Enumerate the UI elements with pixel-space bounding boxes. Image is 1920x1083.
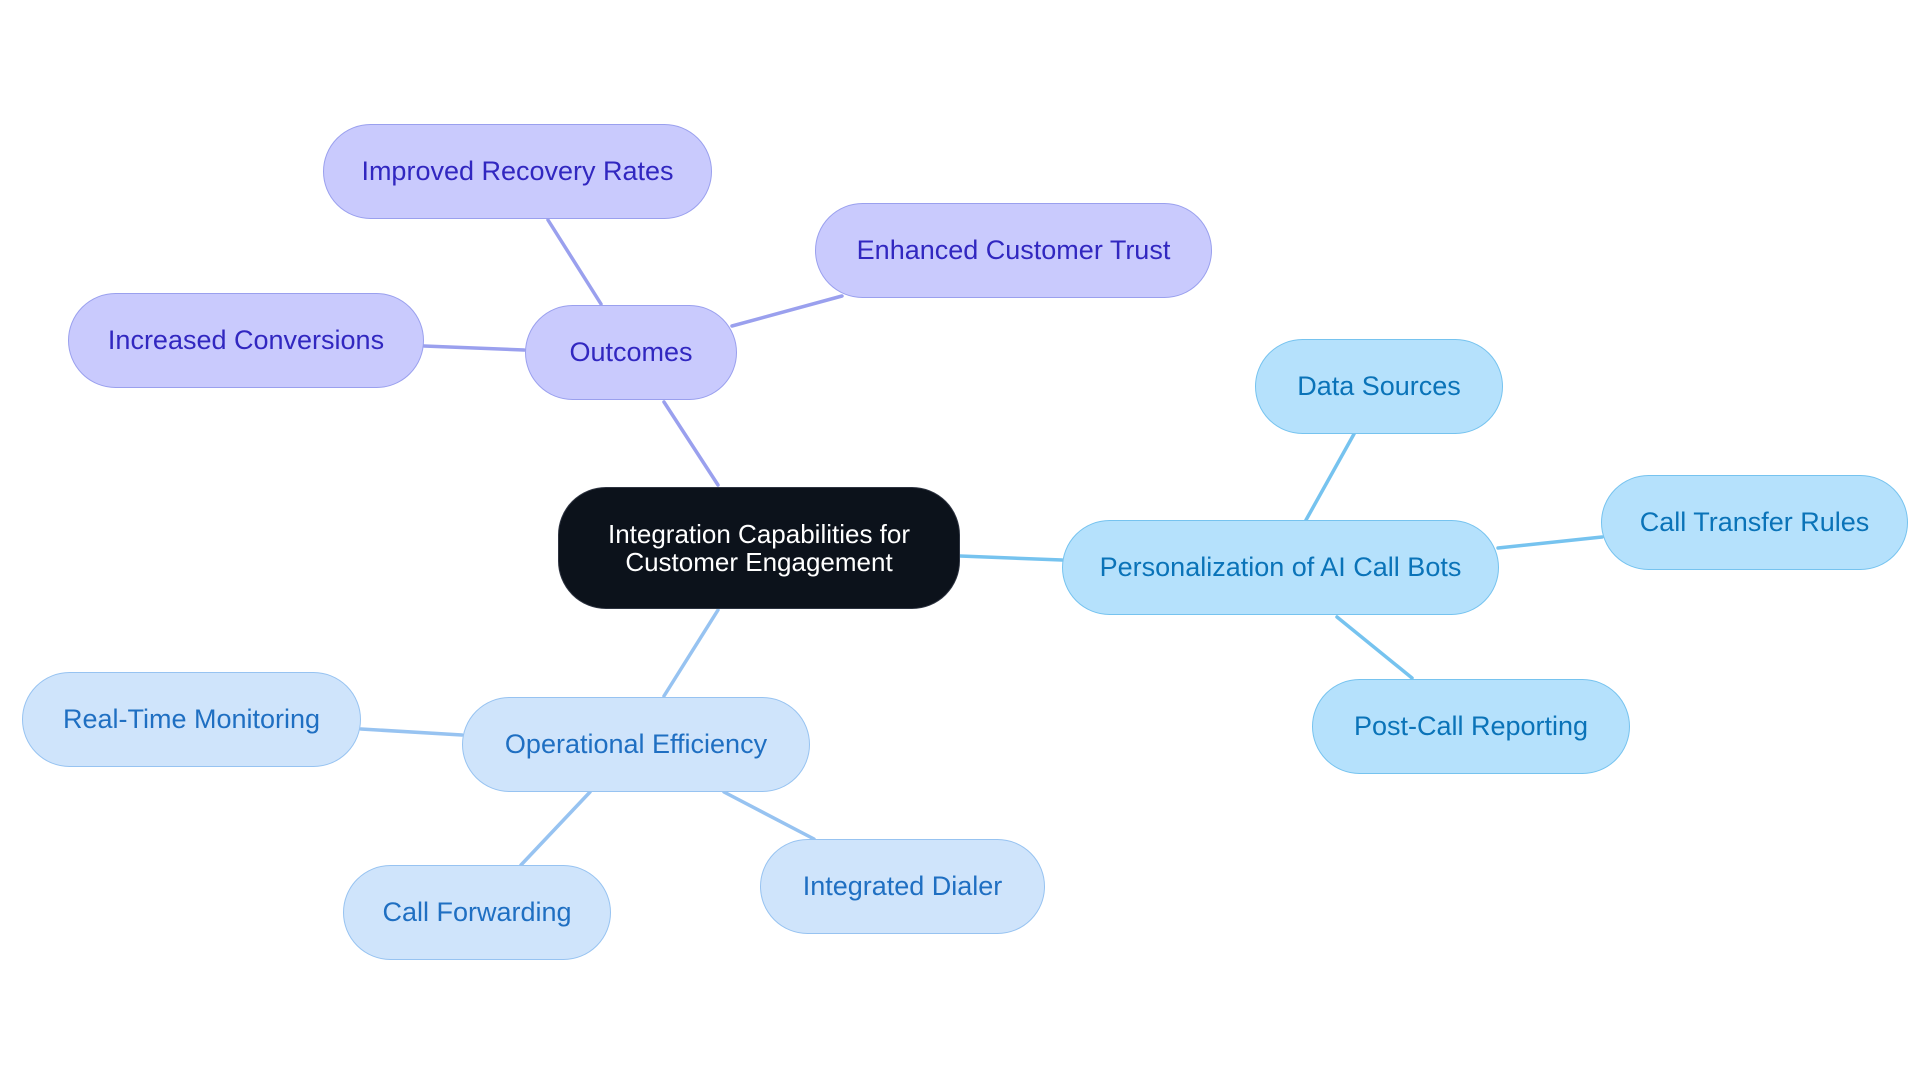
integrated-dialer-node: Integrated Dialer bbox=[760, 839, 1045, 934]
outcomes-node: Outcomes bbox=[525, 305, 737, 400]
link-root-outcomes bbox=[662, 400, 720, 487]
data-sources-label: Data Sources bbox=[1297, 370, 1461, 401]
link-outcomes-enhanced-trust bbox=[730, 294, 844, 328]
data-sources-node: Data Sources bbox=[1255, 339, 1503, 434]
link-operational-real-time bbox=[359, 727, 464, 737]
root-label-line2: Customer Engagement bbox=[625, 547, 893, 577]
personalization-label: Personalization of AI Call Bots bbox=[1099, 551, 1462, 582]
link-operational-integrated-dialer bbox=[722, 790, 816, 841]
root-label-line1: Integration Capabilities for bbox=[607, 518, 911, 549]
root-node: Integration Capabilities for Customer En… bbox=[558, 487, 960, 609]
link-outcomes-increased-conversions bbox=[422, 344, 526, 352]
post-call-label: Post-Call Reporting bbox=[1353, 710, 1589, 741]
link-operational-call-forwarding bbox=[519, 790, 592, 867]
call-transfer-node: Call Transfer Rules bbox=[1601, 475, 1908, 570]
link-personalization-call-transfer bbox=[1496, 535, 1604, 550]
improved-recovery-node: Improved Recovery Rates bbox=[323, 124, 712, 219]
integrated-dialer-label: Integrated Dialer bbox=[802, 870, 1003, 901]
link-root-operational bbox=[662, 608, 720, 698]
call-transfer-label: Call Transfer Rules bbox=[1639, 506, 1870, 537]
real-time-label: Real-Time Monitoring bbox=[62, 703, 321, 734]
enhanced-trust-node: Enhanced Customer Trust bbox=[815, 203, 1212, 298]
call-forwarding-node: Call Forwarding bbox=[343, 865, 611, 960]
post-call-node: Post-Call Reporting bbox=[1312, 679, 1630, 774]
link-outcomes-improved-recovery bbox=[546, 218, 603, 306]
link-personalization-post-call bbox=[1335, 615, 1414, 680]
link-root-personalization bbox=[958, 554, 1064, 562]
operational-node: Operational Efficiency bbox=[462, 697, 810, 792]
operational-label: Operational Efficiency bbox=[504, 728, 768, 759]
increased-conversions-node: Increased Conversions bbox=[68, 293, 424, 388]
real-time-node: Real-Time Monitoring bbox=[22, 672, 361, 767]
improved-recovery-label: Improved Recovery Rates bbox=[361, 155, 674, 186]
call-forwarding-label: Call Forwarding bbox=[382, 896, 572, 927]
personalization-node: Personalization of AI Call Bots bbox=[1062, 520, 1499, 615]
enhanced-trust-label: Enhanced Customer Trust bbox=[856, 234, 1171, 265]
outcomes-label: Outcomes bbox=[569, 336, 693, 367]
increased-conversions-label: Increased Conversions bbox=[107, 324, 385, 355]
link-personalization-data-sources bbox=[1304, 432, 1356, 522]
